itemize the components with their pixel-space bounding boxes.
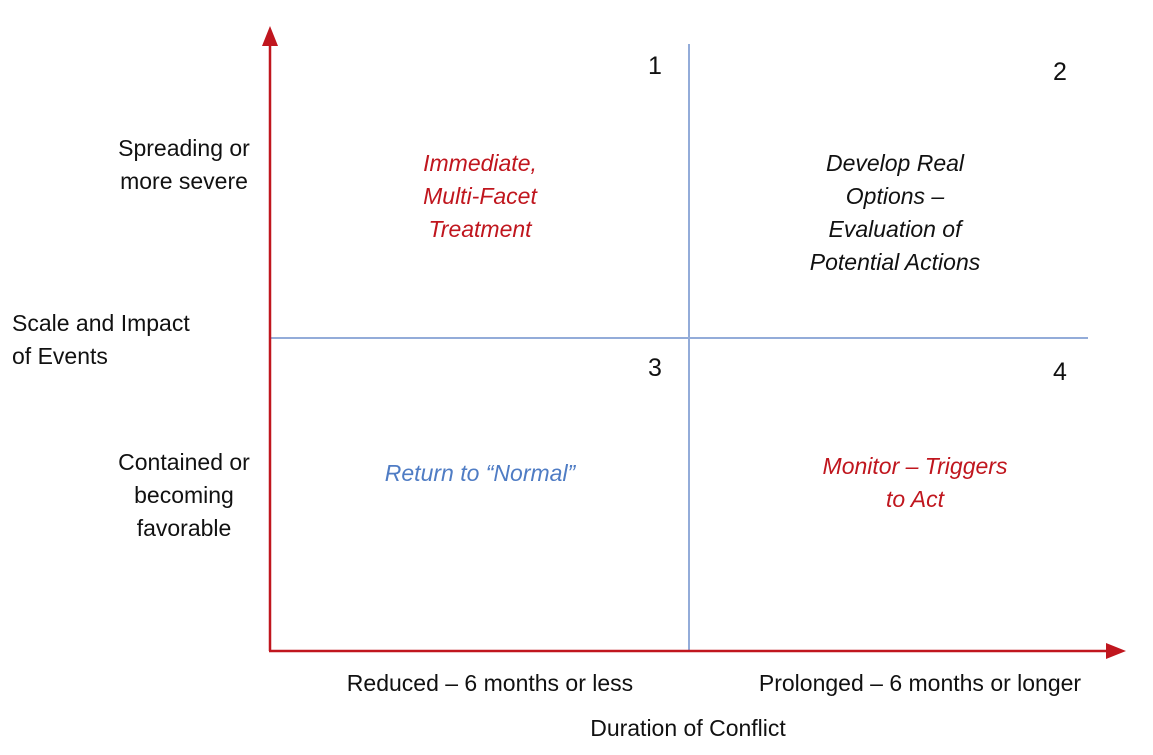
x-axis-title: Duration of Conflict	[590, 715, 786, 741]
y-axis-low-label: Contained or becoming favorable	[118, 449, 250, 541]
y-axis-arrowhead	[262, 26, 278, 46]
quadrant-4-number: 4	[1053, 358, 1067, 386]
quadrant-1-number: 1	[648, 52, 662, 80]
quadrant-3-number: 3	[648, 354, 662, 382]
quadrant-2-number: 2	[1053, 58, 1067, 86]
quadrant-4-text: Monitor – Triggers to Act	[822, 453, 1008, 512]
quadrant-1-text: Immediate, Multi-Facet Treatment	[423, 150, 537, 242]
x-axis-right-label: Prolonged – 6 months or longer	[758, 670, 1082, 696]
x-axis-arrowhead	[1106, 643, 1126, 659]
quadrant-3-text: Return to “Normal”	[384, 460, 576, 486]
x-axis-left-label: Reduced – 6 months or less	[346, 670, 634, 696]
y-axis-title: Scale and Impact of Events	[12, 310, 190, 369]
y-axis-high-label: Spreading or more severe	[118, 135, 250, 194]
quadrant-2-text: Develop Real Options – Evaluation of Pot…	[809, 150, 981, 275]
